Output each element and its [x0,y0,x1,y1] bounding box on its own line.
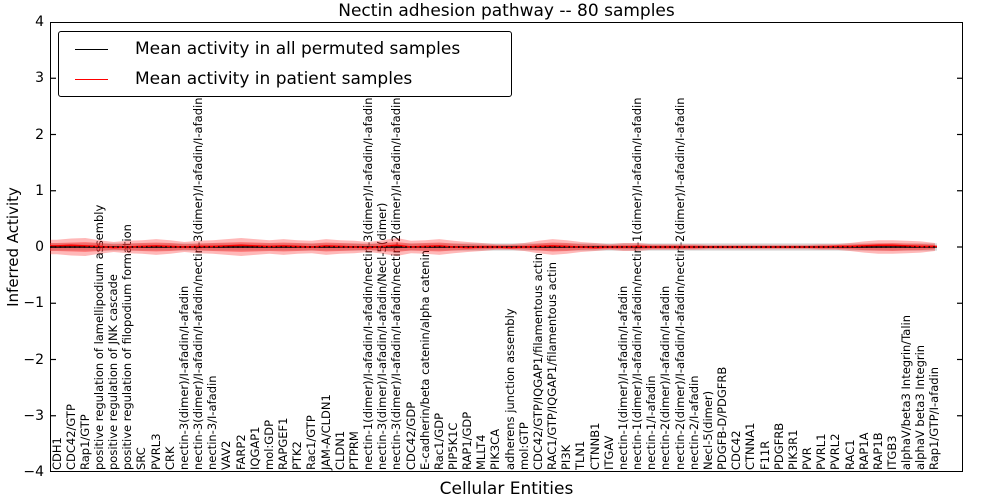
y-tick-label: 2 [35,126,44,143]
x-tick-label: F11R [757,440,772,470]
x-axis-label: Cellular Entities [439,479,574,499]
x-tick-label: nectin-1(dimer)/I-afadin/I-afadin/nectin… [630,97,645,470]
x-tick-label: RAC1/GTP/IQGAP1/filamentous actin [545,262,560,470]
x-tick-label: CTNNA1 [743,422,758,470]
x-tick-label: CDC42/GTP/IQGAP1/filamentous actin [530,252,545,470]
x-tick-label: MLLT4 [474,434,489,471]
x-tick-label: RAP1A [856,432,871,470]
x-tick-label: PI3K [559,444,574,470]
x-tick-label: nectin-1(dimer)/I-afadin/I-afadin [615,285,630,470]
x-tick-label: IQGAP1 [247,426,262,470]
x-tick-label: PTK2 [290,441,305,470]
legend-item: Mean activity in patient samples [75,67,511,91]
x-tick-label: VAV2 [219,440,234,470]
x-tick-label: positive regulation of filopodium format… [120,224,135,470]
x-tick-label: alphaV/beta3 Integrin/Talin [899,314,914,470]
y-tick-label: −2 [23,351,44,368]
x-tick-label: PVR [800,447,815,470]
x-tick-label: PIK3CA [488,428,503,470]
x-tick-label: CDH1 [49,437,64,470]
x-tick-label: TLN1 [573,440,588,470]
x-tick-label: PDGFB-D/PDGFRB [715,366,730,470]
x-tick-label: PDGFRB [771,422,786,470]
y-axis-label: Inferred Activity [4,187,22,307]
x-tick-label: E-cadherin/beta catenin/alpha catenin [417,250,432,470]
x-tick-label: FARP2 [233,434,248,470]
x-tick-label: positive regulation of lamellipodium ass… [91,204,106,470]
x-tick-label: mol:GTP [516,422,531,470]
x-tick-label: RAC1 [842,439,857,470]
x-tick-label: PIP5K1C [446,422,460,470]
x-tick-label: nectin-1(dimer)/I-afadin/I-afadin/nectin… [361,97,376,470]
legend-line-swatch [75,48,108,50]
x-tick-label: CDC42 [729,430,744,470]
y-tick-label: 3 [35,70,44,87]
y-tick-label: −1 [23,295,44,312]
x-tick-label: alphaV beta3 Integrin [913,344,928,470]
x-tick-label: CDC42/GTP [63,404,78,470]
x-tick-label: CDC42/GDP [403,401,418,470]
x-tick-label: PVRL3 [148,433,163,470]
x-tick-label: Rac1/GTP [304,415,319,470]
x-tick-label: mol:GDP [261,419,276,470]
legend-label: Mean activity in all permuted samples [135,39,461,59]
x-tick-label: Rac1/GDP [431,412,446,470]
x-tick-label: Rap1/GTP [77,414,92,470]
x-tick-label: nectin-2(dimer)/I-afadin/I-afadin [658,285,673,470]
x-tick-label: nectin-2(dimer)/I-afadin/I-afadin/nectin… [672,97,687,470]
x-tick-label: Necl-5(dimer) [700,390,715,470]
legend-item: Mean activity in all permuted samples [75,37,511,61]
x-tick-label: nectin-3(dimer)/I-afadin/I-afadin [176,285,191,470]
legend-label: Mean activity in patient samples [135,69,413,89]
x-tick-label: JAM-A/CLDN1 [318,394,333,470]
y-tick-label: 4 [35,14,44,30]
x-tick-label: nectin-3(dimer)/I-afadin/I-afadin/nectin… [389,97,404,470]
x-tick-label: PVRL1 [814,433,829,470]
y-tick-label: 1 [35,182,44,199]
x-tick-label: RAP1B [870,432,885,470]
x-tick-label: SRC [134,447,149,470]
x-tick-label: nectin-3/I-afadin [205,375,220,471]
y-tick-label: −4 [23,464,44,480]
x-tick-label: PIK3R1 [785,429,800,471]
y-tick-label: −3 [23,407,44,424]
x-tick-label: CRK [162,446,177,470]
x-tick-label: nectin-3(dimer)/I-afadin/I-afadin/Necl-5… [375,202,390,470]
y-tick-label: 0 [35,239,44,255]
x-tick-label: nectin-1/I-afadin [644,375,659,471]
chart-title: Nectin adhesion pathway -- 80 samples [338,1,675,21]
x-tick-label: Rap1/GTP/I-afadin [927,366,942,470]
x-tick-label: nectin-3(dimer)/I-afadin/I-afadin/nectin… [191,97,206,470]
x-tick-label: nectin-2/I-afadin [686,375,701,471]
x-tick-label: CTNNB1 [587,422,602,470]
x-tick-label: positive regulation of JNK cascade [106,274,121,470]
x-tick-label: CLDN1 [332,430,347,470]
x-tick-label: PVRL2 [828,433,843,470]
x-tick-label: RAP1/GDP [460,411,475,470]
legend-line-swatch [75,78,108,80]
x-tick-label: RAPGEF1 [276,417,291,470]
x-tick-label: PTPRM [346,431,361,470]
x-tick-label: ITGB3 [884,435,899,470]
x-tick-label: adherens junction assembly [502,308,517,470]
x-tick-label: ITGAV [601,435,616,470]
